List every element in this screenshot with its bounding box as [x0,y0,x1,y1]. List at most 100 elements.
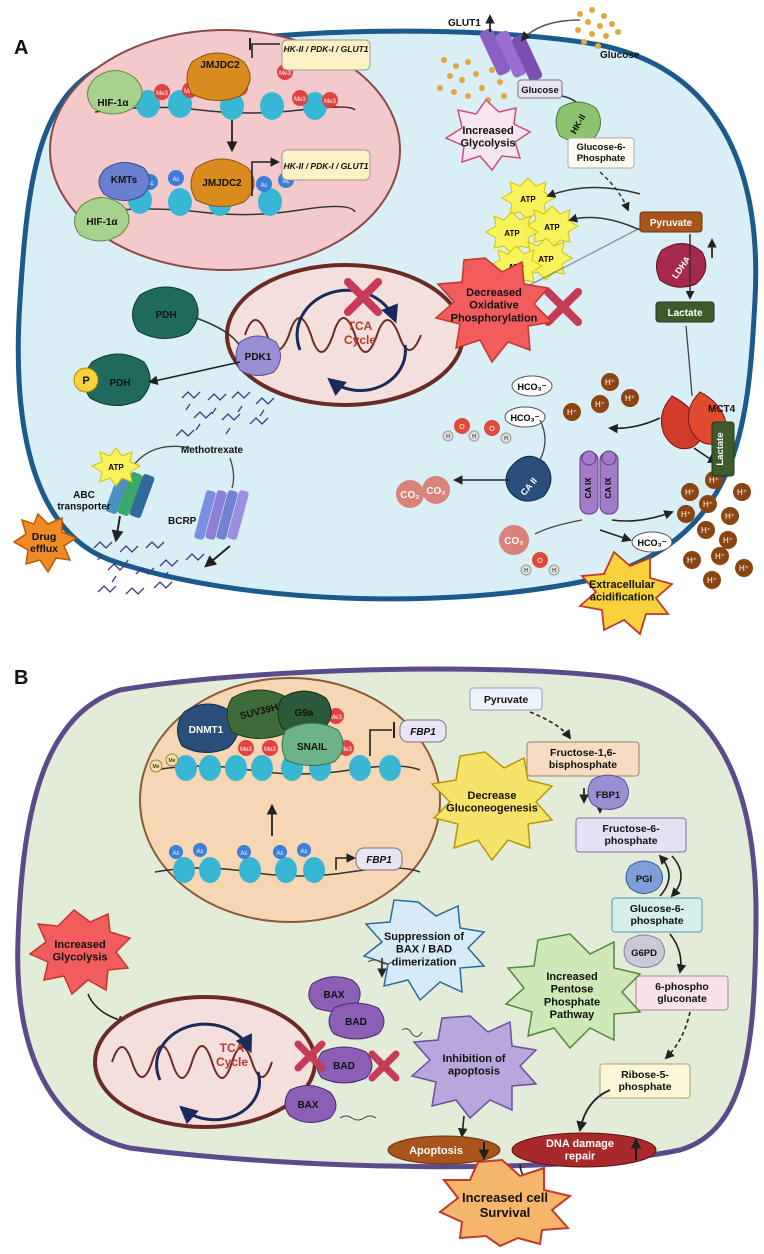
abc-atp-burst [90,447,142,487]
g6p-box-b [611,897,703,933]
gene-box-bottom [281,149,371,181]
ca9-dimer [579,450,619,515]
pg6-box [635,975,729,1011]
svg-text:H⁺: H⁺ [709,476,719,485]
hco3-ellipse-1 [511,375,553,397]
pdh-label: PDH [155,310,176,321]
repression-bar-top [251,43,280,58]
ca9-label-1: CA IX [584,477,593,499]
hco3-label-3: HCO₃⁻ [638,538,667,548]
hif1a-bottom-protein [74,197,130,242]
mitochondrion-b [93,995,317,1129]
svg-text:H⁺: H⁺ [681,510,691,519]
hplus-ions-outside: H⁺ H⁺ H⁺ H⁺ H⁺ H⁺ H⁺ H⁺ H⁺ H⁺ H⁺ H⁺ [677,471,753,589]
methotrexate-molecules-inside [175,391,275,437]
bcrp-transporter [194,490,249,540]
lactate-out-box [711,421,735,477]
co2-label-3: CO₂ [504,536,523,547]
svg-text:H⁺: H⁺ [739,564,749,573]
kmts-protein [98,162,150,201]
ca9-label-2: CA IX [604,477,613,499]
svg-text:Ac: Ac [282,179,289,185]
dnmt1-protein [177,703,239,753]
g6p-box [567,137,635,169]
co2-circle-1 [396,480,424,508]
f6p-label: Fructose-6-phosphate [602,823,660,847]
kmts-label: KMTs [111,175,138,186]
glut1-label: GLUT1 [448,18,481,29]
hco3-label-1: HCO₃⁻ [518,382,547,392]
fbp1-gene-top [399,719,447,743]
ca2-protein [505,455,552,502]
svg-text:Me3: Me3 [294,97,306,103]
jmjdc2-bottom-protein [190,158,255,207]
svg-text:H⁺: H⁺ [737,488,747,497]
svg-text:H: H [524,568,528,574]
hif1a-bottom-label: HIF-1α [86,217,118,228]
g9a-label: G9a [295,708,314,719]
snail-protein [281,722,344,766]
fbp1-gene-top-label: FBP1 [410,727,436,738]
pyruvate-box-b [469,687,543,711]
fbp1-gene-bottom [355,847,403,871]
svg-text:ATP: ATP [520,195,536,204]
snail-label: SNAIL [297,742,327,753]
histone-row-top [136,90,327,120]
svg-text:H⁺: H⁺ [625,394,635,403]
decrease-gluconeogenesis-burst [430,751,554,862]
hif1a-top-label: HIF-1α [97,98,129,109]
svg-text:Ac: Ac [172,851,179,857]
svg-text:O: O [489,426,495,433]
bad-label-1: BAD [345,1017,367,1028]
svg-text:H⁺: H⁺ [685,488,695,497]
hco3-ellipse-3 [631,531,673,553]
svg-text:H⁺: H⁺ [567,408,577,417]
jmjdc2-top-label: JMJDC2 [200,60,240,71]
jmjdc2-bottom-label: JMJDC2 [202,178,242,189]
glucose-outside-label: Glucose [600,50,640,61]
svg-text:H⁺: H⁺ [725,512,735,521]
g6p-label: Glucose-6-Phosphate [576,142,625,164]
survival-burst [438,1158,573,1248]
svg-text:H: H [472,434,476,440]
svg-text:ATP: ATP [538,255,554,264]
co2-label-2: CO₂ [426,486,445,497]
co2-circle-3 [499,525,529,555]
panel-b-label: B [14,667,28,689]
drug-efflux-burst [12,512,78,574]
fbp1-gene-bottom-label: FBP1 [366,855,392,866]
mct4-label: MCT4 [708,404,736,415]
activation-arrow-bottom [251,157,280,196]
gene-top-label: HK-II / PDK-I / GLUT1 [284,44,369,54]
svg-text:H⁺: H⁺ [707,576,717,585]
bax-bad-proteins [284,976,385,1123]
activation-arrow-b [335,853,356,870]
glucose-inside-box [517,79,563,99]
svg-text:H⁺: H⁺ [715,552,725,561]
svg-text:O: O [537,558,543,565]
svg-text:Me3: Me3 [330,715,342,721]
glut1-transporter [479,28,543,82]
glucose-inside-label: Glucose [521,85,559,96]
extracellular-burst [578,550,674,636]
pyruvate-label-b: Pyruvate [484,694,529,706]
panel-a: A Me3 Me3 Me3 Me3 Me3 Me3 HIF-1α JMJDC2 [12,7,759,636]
increased-glycolysis-burst-b [28,909,132,996]
svg-text:Me3: Me3 [340,747,352,753]
svg-text:ATP: ATP [544,223,560,232]
bax-label-2: BAX [297,1100,318,1111]
svg-text:Ac: Ac [172,177,179,183]
bax-label-1: BAX [323,990,344,1001]
svg-text:H: H [504,436,508,442]
r5p-label: Ribose-5-phosphate [618,1069,671,1093]
panel-a-label: A [14,37,28,59]
bcrp-label: BCRP [168,516,197,527]
